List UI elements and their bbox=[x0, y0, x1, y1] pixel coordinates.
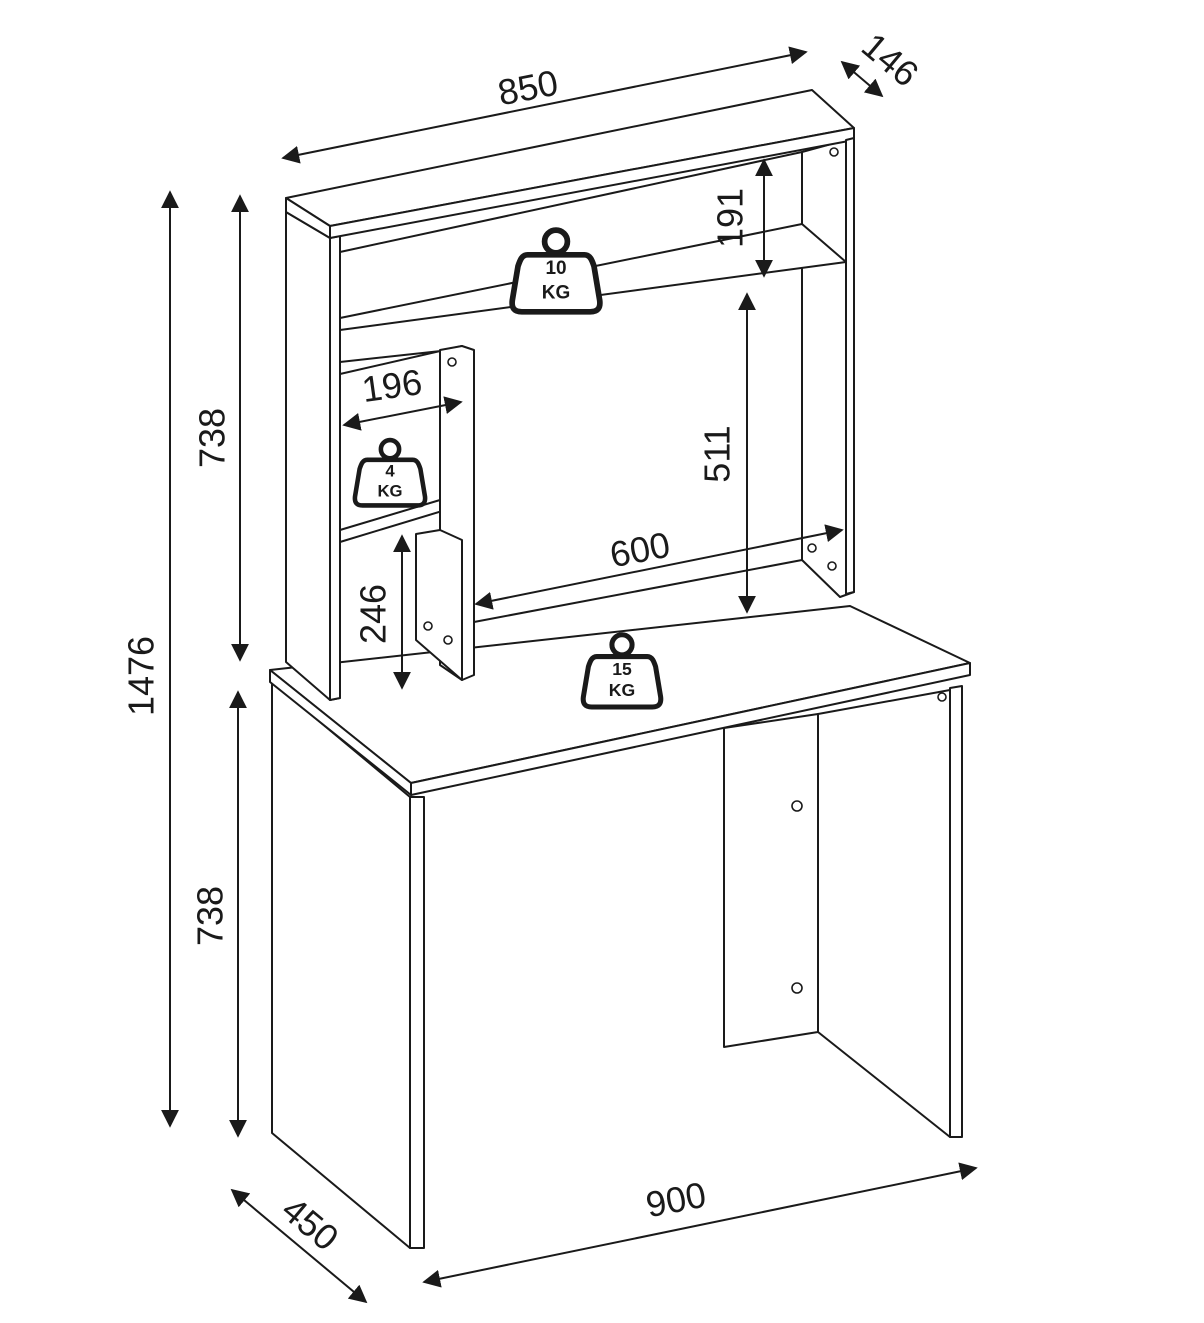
screw-hole bbox=[423, 621, 433, 631]
screw-hole bbox=[937, 692, 947, 702]
desk-right-side-edge bbox=[949, 685, 963, 1138]
hutch-top-panel bbox=[285, 89, 855, 227]
desk-top-front-edge bbox=[410, 662, 971, 796]
weight-4-value: 4 bbox=[385, 462, 395, 481]
dim-line-600 bbox=[474, 524, 844, 610]
screw-hole bbox=[443, 635, 453, 645]
weight-icon-4kg: 4 KG bbox=[355, 440, 425, 505]
label-246: 246 bbox=[353, 584, 394, 644]
hutch-right-side-edge bbox=[845, 137, 855, 595]
dim-line-196 bbox=[342, 396, 463, 431]
weight-10-unit: KG bbox=[542, 283, 571, 304]
label-450: 450 bbox=[274, 1189, 346, 1259]
weight-icon-15kg: 15 KG bbox=[583, 635, 661, 707]
label-191: 191 bbox=[710, 188, 751, 248]
dim-line-450 bbox=[230, 1188, 368, 1304]
desk-partition-panel bbox=[723, 713, 819, 1048]
weight-10-value: 10 bbox=[545, 258, 566, 279]
dim-line-850 bbox=[281, 46, 808, 164]
label-196: 196 bbox=[359, 361, 424, 410]
screw-hole bbox=[791, 982, 803, 994]
label-511: 511 bbox=[697, 425, 738, 482]
weight-4-unit: KG bbox=[377, 481, 402, 500]
label-850: 850 bbox=[495, 62, 562, 114]
label-600: 600 bbox=[607, 524, 674, 576]
dimension-lines bbox=[161, 46, 978, 1304]
weight-15-unit: KG bbox=[609, 680, 635, 700]
desk-right-side-inner bbox=[817, 689, 951, 1138]
hutch-back-top-line bbox=[339, 151, 803, 253]
label-738-lower: 738 bbox=[190, 886, 231, 946]
hutch-left-side-edge bbox=[329, 235, 341, 701]
label-900: 900 bbox=[643, 1174, 710, 1226]
dim-line-900 bbox=[422, 1162, 978, 1288]
dim-line-146 bbox=[840, 60, 884, 98]
screw-hole bbox=[791, 800, 803, 812]
screw-hole bbox=[829, 147, 839, 157]
screw-hole bbox=[807, 543, 817, 553]
label-146: 146 bbox=[854, 25, 926, 95]
desk-left-leg-front bbox=[409, 796, 425, 1249]
screw-hole bbox=[447, 357, 457, 367]
screw-hole bbox=[827, 561, 837, 571]
label-738-upper: 738 bbox=[192, 408, 233, 468]
weight-icon-10kg: 10 KG bbox=[512, 230, 600, 312]
label-1476: 1476 bbox=[121, 636, 162, 716]
weight-15-value: 15 bbox=[612, 659, 632, 679]
